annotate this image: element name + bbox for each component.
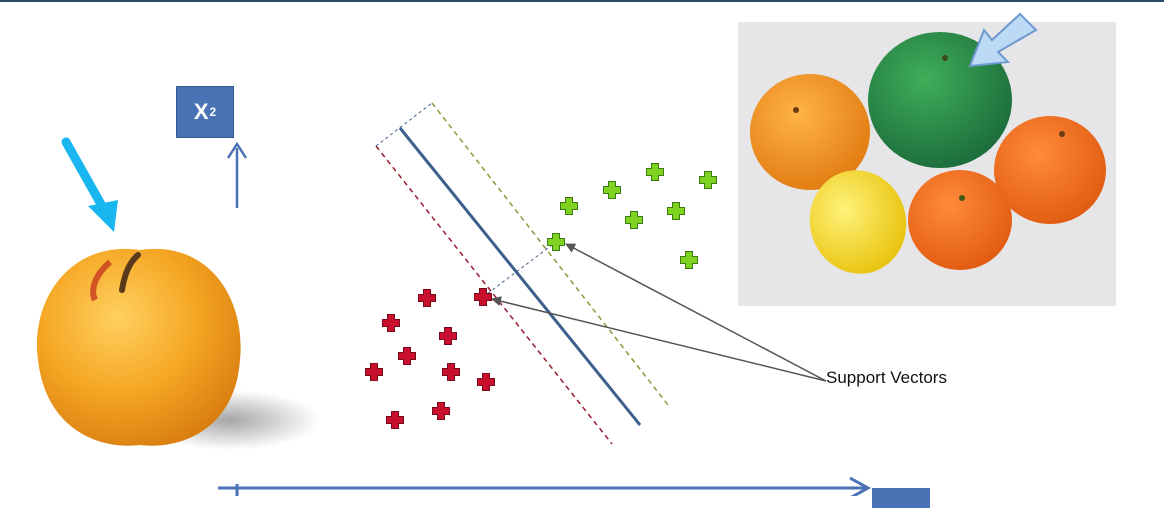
x-axis-arrow <box>218 476 872 496</box>
green-plus-marker <box>667 202 685 220</box>
support-vector-connector <box>482 241 557 298</box>
x1-axis-label <box>872 488 930 508</box>
green-plus-marker <box>680 251 698 269</box>
red-plus-marker <box>474 288 492 306</box>
green-plus-marker <box>603 181 621 199</box>
y-axis-arrow <box>226 141 248 208</box>
pointer-arrow-icon <box>968 12 1038 68</box>
red-plus-marker <box>382 314 400 332</box>
green-plus-marker <box>547 233 565 251</box>
support-vector-arrows <box>491 243 827 382</box>
green-margin-line <box>431 102 669 406</box>
green-plus-marker <box>560 197 578 215</box>
red-plus-marker <box>386 411 404 429</box>
hyperplane-line <box>398 127 642 426</box>
red-plus-marker <box>398 347 416 365</box>
pointer-arrow-icon <box>61 137 118 232</box>
support-vectors-label: Support Vectors <box>826 368 947 387</box>
citrus-fruits-image <box>738 12 1116 306</box>
green-plus-marker <box>646 163 664 181</box>
red-plus-marker <box>365 363 383 381</box>
red-plus-marker <box>439 327 457 345</box>
red-class-points <box>365 288 495 429</box>
red-margin-line <box>375 145 613 445</box>
green-class-points <box>547 163 717 269</box>
red-plus-marker <box>418 289 436 307</box>
svm-lines <box>375 102 669 445</box>
apple-image <box>36 248 320 450</box>
red-plus-marker <box>442 363 460 381</box>
red-plus-marker <box>477 373 495 391</box>
x2-label-sub: 2 <box>209 105 217 119</box>
red-plus-marker <box>432 402 450 420</box>
green-plus-marker <box>699 171 717 189</box>
svm-diagram <box>36 12 1116 496</box>
green-plus-marker <box>625 211 643 229</box>
x2-label-main: X <box>193 99 209 124</box>
top-rule <box>0 0 1164 2</box>
